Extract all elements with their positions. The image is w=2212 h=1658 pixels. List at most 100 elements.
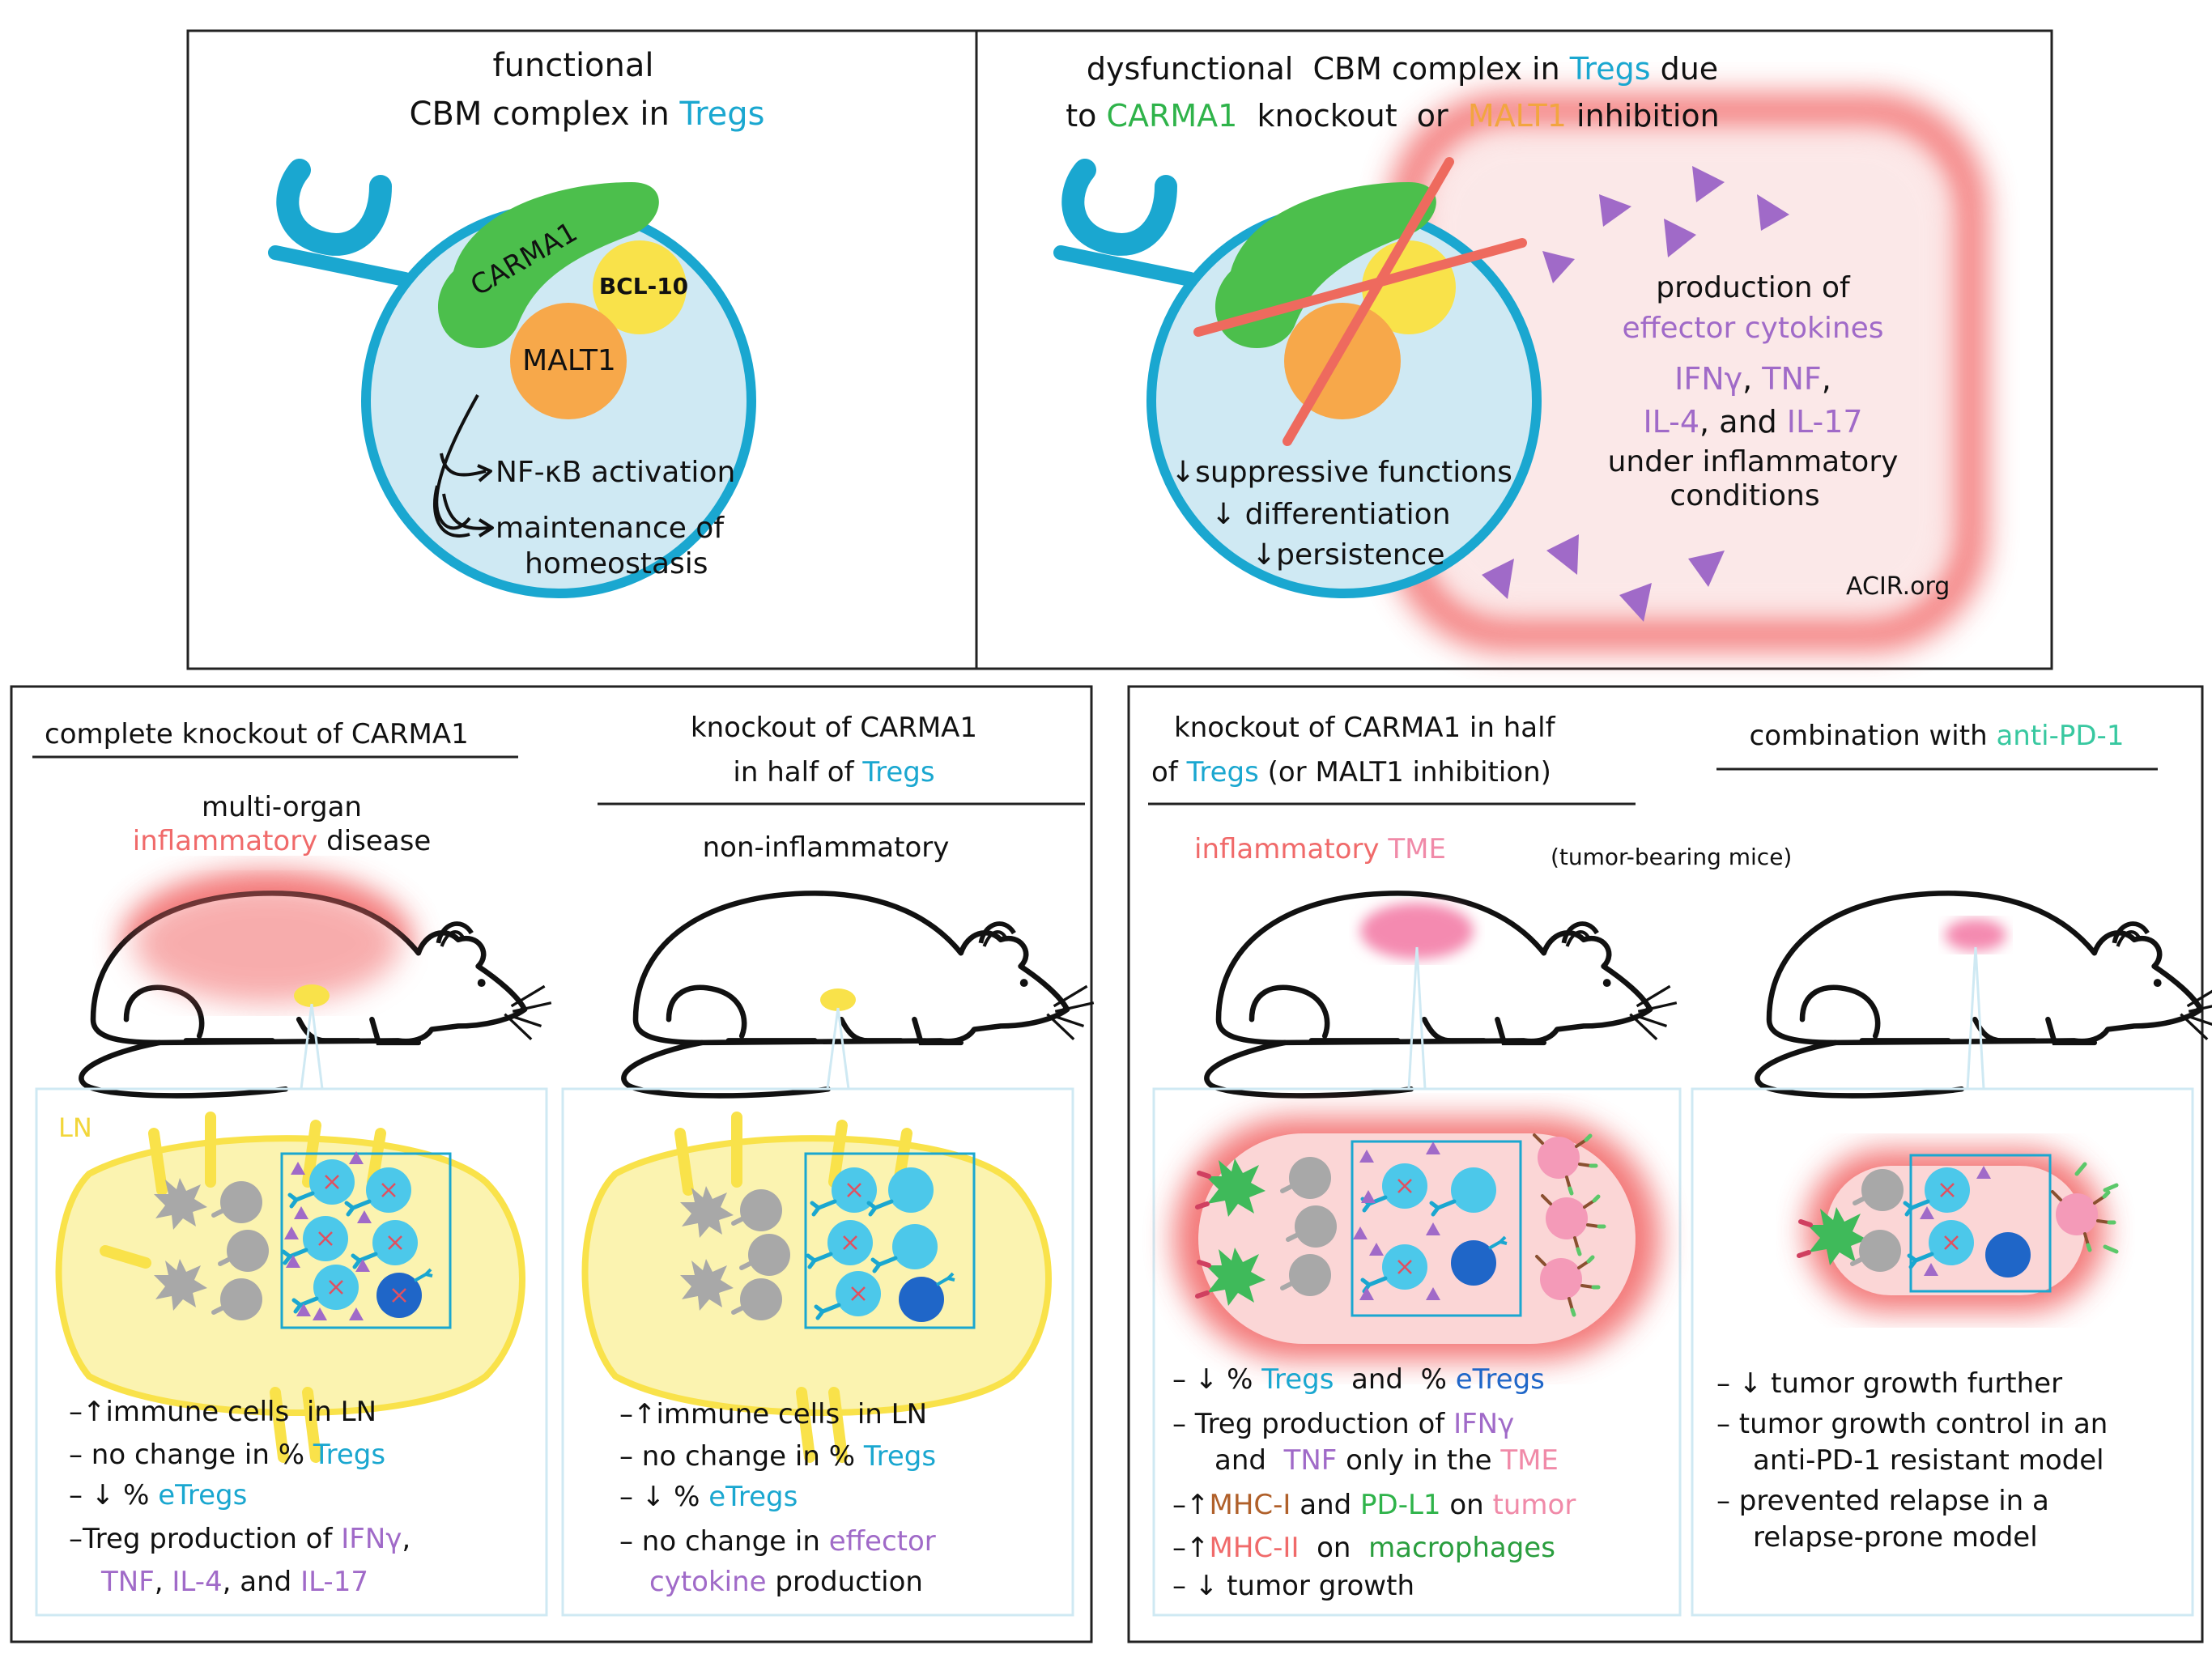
- credit-text: ACIR.org: [1846, 572, 1950, 601]
- top-right-title-line2: to CARMA1 knockout or MALT1 inhibition: [1066, 98, 1720, 134]
- bullet-text: on: [1440, 1489, 1493, 1521]
- tregs-label: Tregs: [1261, 1363, 1334, 1396]
- bullet-text: –↑: [1172, 1532, 1210, 1564]
- tumor-box-4: [1691, 1087, 2194, 1617]
- bullet-text: – no change in: [619, 1525, 829, 1558]
- tregs-label: Tregs: [679, 96, 765, 133]
- title-text: knockout or: [1237, 98, 1468, 134]
- bcl10-label: BCL-10: [598, 273, 689, 300]
- panel1-header: complete knockout of CARMA1: [45, 718, 469, 750]
- tumor-bearing-note: (tumor-bearing mice): [1551, 844, 1793, 870]
- etregs-label: eTregs: [708, 1481, 798, 1513]
- bullet-text: – ↓ %: [69, 1479, 159, 1511]
- panel2-bullet2: – no change in % Tregs: [619, 1440, 936, 1473]
- production-line1: production of: [1656, 271, 1850, 304]
- panel3-sub: inflammatory TME: [1194, 833, 1446, 865]
- top-frame: [186, 29, 2053, 670]
- cytokine-il17: IL-17: [1786, 404, 1863, 440]
- bullet-text: – ↓ %: [619, 1481, 709, 1513]
- panel3-bullet3: and TNF only in the TME: [1214, 1444, 1559, 1477]
- bullet-text: – Treg production of: [1172, 1408, 1454, 1440]
- tme-label: TME: [1379, 833, 1446, 865]
- tumor-label: tumor: [1492, 1489, 1576, 1521]
- bullet-text: –↑: [1172, 1489, 1210, 1521]
- cytokine-label: cytokine: [649, 1566, 767, 1598]
- production-line3: IFNγ, TNF,: [1674, 361, 1831, 397]
- separator-text: , and: [1699, 404, 1787, 440]
- panel1-sub-line1: multi-organ: [202, 791, 362, 823]
- top-left-title-line2: CBM complex in Tregs: [410, 96, 765, 133]
- bottom-left-frame: [10, 685, 1093, 1643]
- top-right-title-line1: dysfunctional CBM complex in Tregs due: [1086, 51, 1719, 87]
- tumor-box-3: [1152, 1087, 1682, 1617]
- panel1-bullet4: –Treg production of IFNγ,: [69, 1523, 411, 1555]
- title-text: due: [1650, 51, 1719, 87]
- bullet-text: production: [766, 1566, 923, 1598]
- tregs-label: Tregs: [1569, 51, 1651, 87]
- panel3-bullet4: –↑MHC-I and PD-L1 on tumor: [1172, 1489, 1576, 1521]
- panel2-header-line2: in half of Tregs: [733, 756, 935, 789]
- header-text: (or MALT1 inhibition): [1258, 756, 1551, 789]
- malt1-label: MALT1: [522, 344, 616, 377]
- maintenance-text: maintenance of: [496, 512, 724, 545]
- panel2-bullet3: – ↓ % eTregs: [619, 1481, 798, 1513]
- title-text: dysfunctional CBM complex in: [1086, 51, 1570, 87]
- separator-text: ,: [154, 1566, 172, 1598]
- anti-pd1-label: anti-PD-1: [1996, 720, 2125, 752]
- cytokine-tnf: TNF: [1283, 1444, 1338, 1477]
- panel2-bullet5: cytokine production: [649, 1566, 923, 1598]
- mouse-icon-2: [623, 893, 1093, 1095]
- bullet-text: and %: [1334, 1363, 1456, 1396]
- cross-out-icon: [1193, 157, 1527, 446]
- panel2-bullet4: – no change in effector: [619, 1525, 936, 1558]
- bullet-text: on: [1299, 1532, 1369, 1564]
- tregs-label: Tregs: [862, 756, 935, 789]
- inflammatory-label: inflammatory: [132, 825, 318, 857]
- panel3-header-line2: of Tregs (or MALT1 inhibition): [1151, 756, 1551, 789]
- separator-text: ,: [402, 1523, 411, 1555]
- effect-suppressive: ↓suppressive functions: [1171, 456, 1512, 489]
- carma1-shape: [437, 182, 659, 348]
- bullet-text: – no change in %: [619, 1440, 864, 1473]
- panel3-bullet5: –↑MHC-II on macrophages: [1172, 1532, 1555, 1564]
- tregs-label: Tregs: [1186, 756, 1259, 789]
- homeostasis-text: homeostasis: [525, 547, 708, 580]
- cytokine-tnf: TNF: [1762, 361, 1822, 397]
- pdl1-label: PD-L1: [1360, 1489, 1441, 1521]
- effect-differentiation: ↓ differentiation: [1211, 498, 1451, 531]
- header-text: combination with: [1749, 720, 1997, 752]
- panel2-header-line1: knockout of CARMA1: [690, 712, 978, 744]
- tme-label: TME: [1500, 1444, 1559, 1477]
- mhc1-label: MHC-I: [1209, 1489, 1291, 1521]
- nfkb-activation-text: NF-κB activation: [496, 456, 736, 489]
- panel4-bullet5: relapse-prone model: [1753, 1521, 2038, 1554]
- panel3-header-line1: knockout of CARMA1 in half: [1174, 712, 1555, 744]
- receptor-icon-left: [268, 159, 412, 287]
- cytokine-il4: IL-4: [172, 1566, 223, 1598]
- disease-text: disease: [317, 825, 432, 857]
- top-left-title-line1: functional: [492, 47, 654, 84]
- cytokine-ifng: IFNγ: [1453, 1408, 1515, 1440]
- tregs-label: Tregs: [313, 1439, 386, 1471]
- tumor-icon-3: [1174, 1117, 1660, 1360]
- bullet-text: –Treg production of: [69, 1523, 342, 1555]
- bullet-text: and: [1214, 1444, 1284, 1477]
- title-text: inhibition: [1566, 98, 1720, 134]
- macrophages-label: macrophages: [1368, 1532, 1555, 1564]
- panel3-bullet6: – ↓ tumor growth: [1172, 1570, 1414, 1602]
- inflammatory-label: inflammatory: [1194, 833, 1380, 865]
- effect-persistence: ↓persistence: [1252, 538, 1445, 572]
- inner-box-2: [804, 1152, 976, 1329]
- cytokine-tnf: TNF: [101, 1566, 155, 1598]
- cytokine-ifng: IFNγ: [341, 1523, 402, 1555]
- title-text: to: [1066, 98, 1107, 134]
- panel4-header: combination with anti-PD-1: [1749, 720, 2125, 752]
- mhc2-label: MHC-II: [1209, 1532, 1300, 1564]
- receptor-icon-right: [1053, 159, 1197, 287]
- panel3-bullet2: – Treg production of IFNγ: [1172, 1408, 1515, 1440]
- title-text: CBM complex in: [409, 96, 680, 133]
- cytokine-il4: IL-4: [1643, 404, 1700, 440]
- bullet-text: only in the: [1337, 1444, 1501, 1477]
- panel3-bullet1: – ↓ % Tregs and % eTregs: [1172, 1363, 1545, 1396]
